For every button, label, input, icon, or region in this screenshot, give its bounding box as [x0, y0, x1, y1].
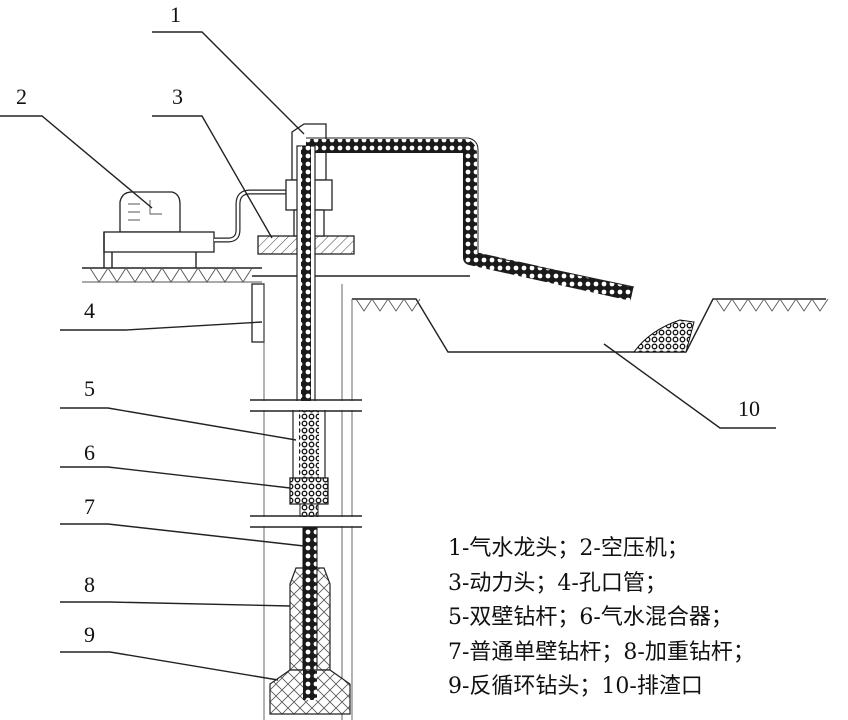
slag-pile [633, 319, 695, 353]
callout-10: 10 [738, 396, 760, 421]
callout-5: 5 [84, 376, 95, 401]
ground-surface-right [351, 298, 829, 720]
legend-line-1: 1-气水龙头；2-空压机； [448, 536, 689, 561]
leader-lines [0, 31, 776, 681]
callout-3: 3 [172, 84, 183, 109]
single-wall-rod [302, 527, 318, 569]
legend: 1-气水龙头；2-空压机； 3-动力头；4-孔口管； 5-双壁钻杆；6-气水混合… [448, 532, 844, 705]
break-line-lower [250, 515, 362, 528]
callout-6: 6 [84, 440, 95, 465]
double-wall-rod [292, 145, 326, 479]
callout-8: 8 [84, 572, 95, 597]
discharge-hose [306, 139, 634, 301]
ground-surface-left [82, 267, 262, 283]
air-compressor [103, 191, 215, 268]
legend-line-3: 5-双壁钻杆；6-气水混合器； [448, 605, 733, 630]
legend-line-2: 3-动力头；4-孔口管； [448, 570, 667, 596]
air-water-mixer [289, 477, 329, 505]
callout-7: 7 [84, 494, 95, 519]
break-line-upper [250, 399, 362, 412]
callout-4: 4 [84, 298, 95, 323]
callout-9: 9 [84, 622, 95, 647]
legend-line-4: 7-普通单壁钻杆；8-加重钻杆； [448, 639, 755, 665]
callout-2: 2 [16, 84, 27, 109]
hole-casing [251, 275, 470, 720]
legend-line-5: 9-反循环钻头；10-排渣口 [448, 674, 703, 699]
callout-1: 1 [170, 2, 181, 27]
weighted-drill-rod [289, 567, 331, 699]
air-hose [214, 189, 288, 243]
